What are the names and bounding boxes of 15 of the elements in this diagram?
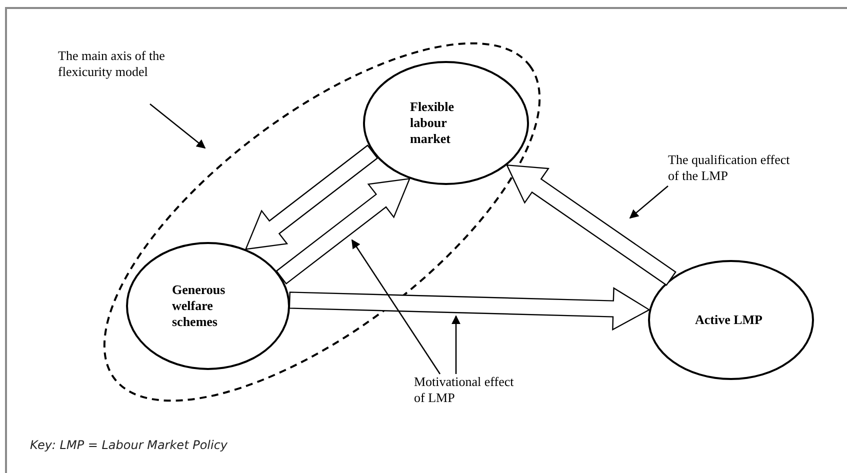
node-text: Active LMP	[695, 312, 764, 328]
leader-line	[351, 239, 441, 374]
node-text: Flexible labour market	[410, 99, 456, 147]
callout-text: Motivational effect of LMP	[414, 374, 515, 406]
block-arrow	[288, 287, 650, 331]
key-note: Key: LMP = Labour Market Policy	[30, 437, 228, 454]
leader-line	[150, 104, 206, 149]
block-arrow	[276, 178, 411, 285]
leader-line	[629, 186, 668, 219]
block-arrow	[244, 144, 378, 250]
block-arrow	[506, 164, 676, 286]
node-text: Generous welfare schemes	[172, 282, 226, 330]
callout-text: The main axis of the flexicurity model	[58, 48, 166, 80]
leader-line	[451, 315, 461, 374]
callout-text: The qualification effect of the LMP	[668, 152, 790, 184]
